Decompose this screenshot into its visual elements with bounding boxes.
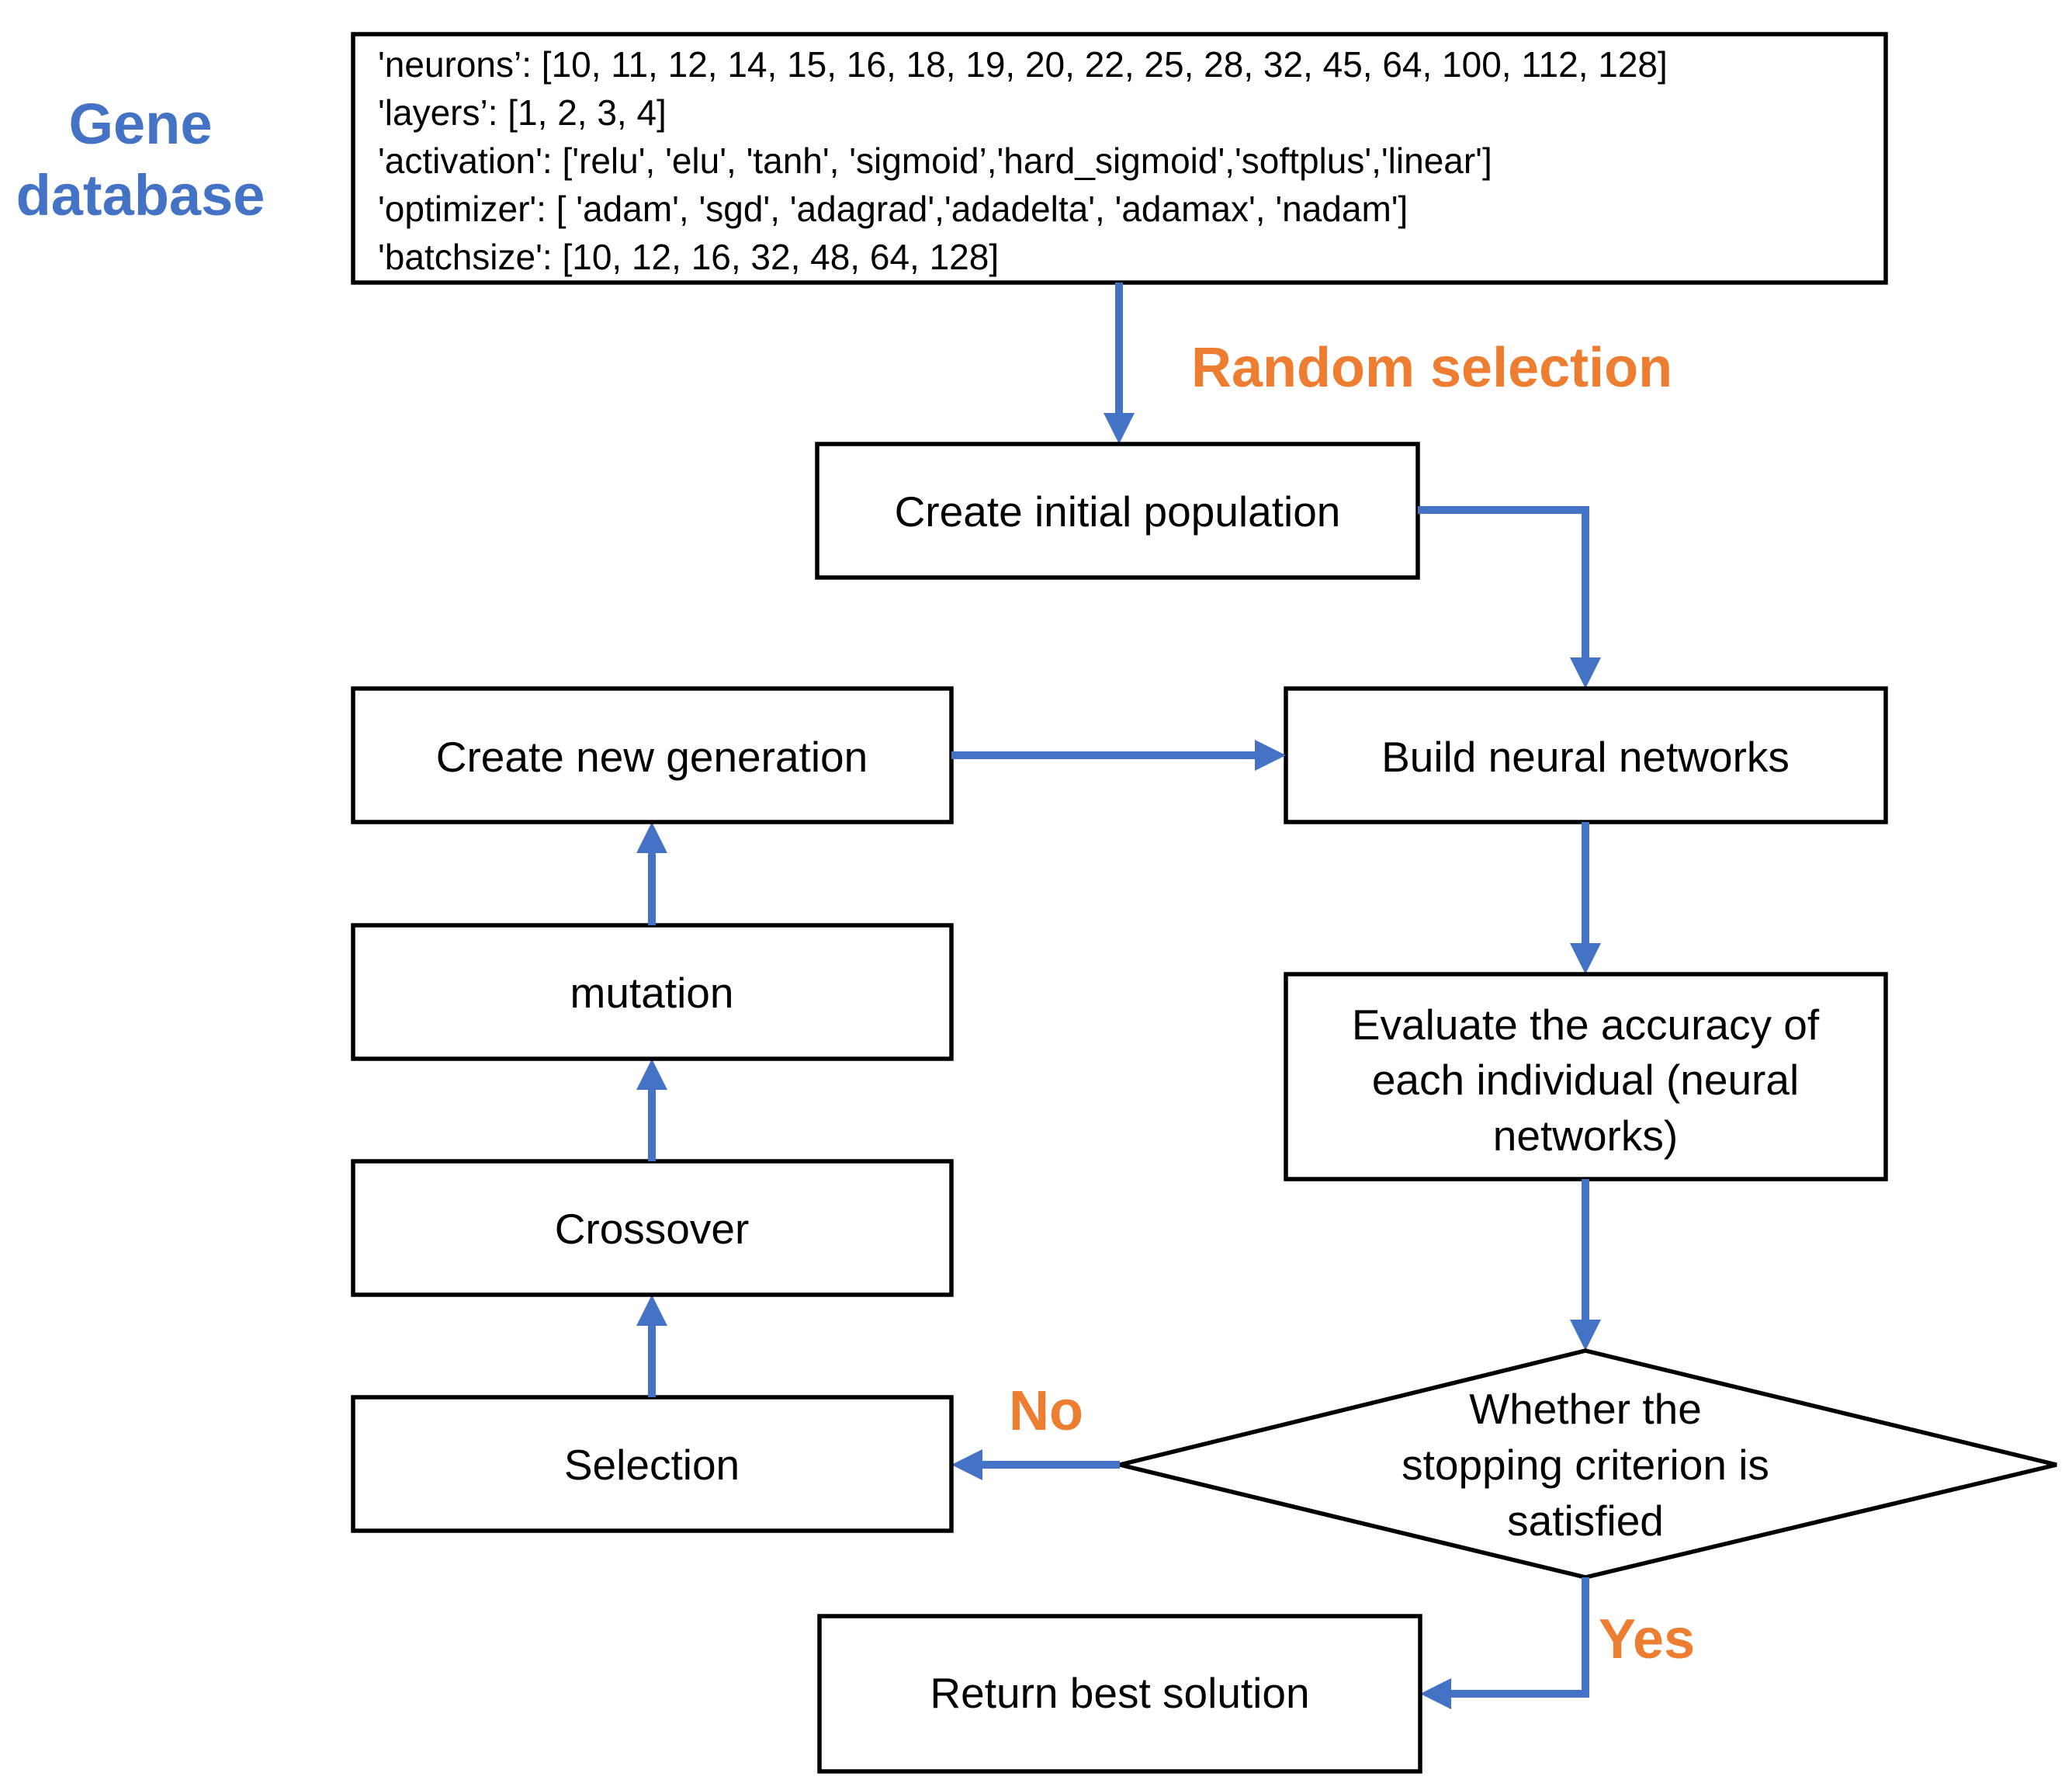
stopping-criterion-text-line3: satisfied: [1507, 1497, 1664, 1545]
crossover-box: [351, 1159, 954, 1297]
arrow-decision-to-return: [1451, 1577, 1589, 1698]
create-new-generation-box: [351, 686, 954, 824]
create-initial-population-box: [815, 442, 1420, 580]
evaluate-accuracy-text-line3: networks): [1493, 1112, 1678, 1160]
create-new-generation-text: Create new generation: [436, 733, 868, 781]
evaluate-accuracy-text-line1: Evaluate the accuracy of: [1352, 1001, 1820, 1049]
gene-database-line-batchsize: 'batchsize': [10, 12, 16, 32, 48, 64, 12…: [378, 237, 999, 277]
gene-database-title-line2: database: [16, 163, 265, 227]
gene-database-line-optimizer: 'optimizer': [ 'adam', 'sgd', 'adagrad',…: [378, 189, 1408, 229]
stopping-criterion-text-line2: stopping criterion is: [1402, 1441, 1769, 1489]
arrowhead-crossover-to-mutation: [636, 1059, 667, 1090]
arrowhead-database-to-initial: [1104, 413, 1135, 444]
gene-database-line-activation: 'activation': ['relu', 'elu', 'tanh', 's…: [378, 140, 1492, 181]
arrow-initial-to-build: [1418, 506, 1589, 657]
mutation-box: [351, 923, 954, 1061]
gene-database-line-neurons: 'neurons’: [10, 11, 12, 14, 15, 16, 18, …: [378, 44, 1668, 85]
gene-database-box: [351, 32, 1888, 285]
selection-text: Selection: [564, 1441, 740, 1489]
arrowhead-evaluate-to-decision: [1570, 1320, 1601, 1351]
gene-database-title-line1: Gene: [68, 92, 212, 156]
mutation-text: mutation: [570, 969, 734, 1017]
return-best-solution-box: [817, 1614, 1422, 1774]
evaluate-accuracy-box: [1284, 972, 1888, 1181]
no-label: No: [1009, 1380, 1083, 1442]
arrowhead-build-to-evaluate: [1570, 943, 1601, 974]
arrowhead-new-generation-to-build: [1255, 740, 1286, 771]
arrowhead-decision-to-selection: [951, 1449, 982, 1480]
gene-database-line-layers: 'layers’: [1, 2, 3, 4]: [378, 92, 667, 133]
arrowhead-selection-to-crossover: [636, 1295, 667, 1326]
random-selection-label: Random selection: [1191, 337, 1672, 399]
return-best-solution-text: Return best solution: [930, 1669, 1309, 1717]
crossover-text: Crossover: [555, 1205, 750, 1253]
arrowhead-mutation-to-new-generation: [636, 822, 667, 853]
selection-box: [351, 1395, 954, 1533]
yes-label: Yes: [1599, 1608, 1695, 1670]
evaluate-accuracy-text-line2: each individual (neural: [1372, 1056, 1799, 1104]
arrowhead-initial-to-build: [1570, 657, 1601, 689]
stopping-criterion-text-line1: Whether the: [1469, 1385, 1702, 1433]
build-neural-networks-text: Build neural networks: [1381, 733, 1790, 781]
create-initial-population-text: Create initial population: [895, 487, 1341, 536]
arrowhead-decision-to-return: [1420, 1678, 1451, 1709]
